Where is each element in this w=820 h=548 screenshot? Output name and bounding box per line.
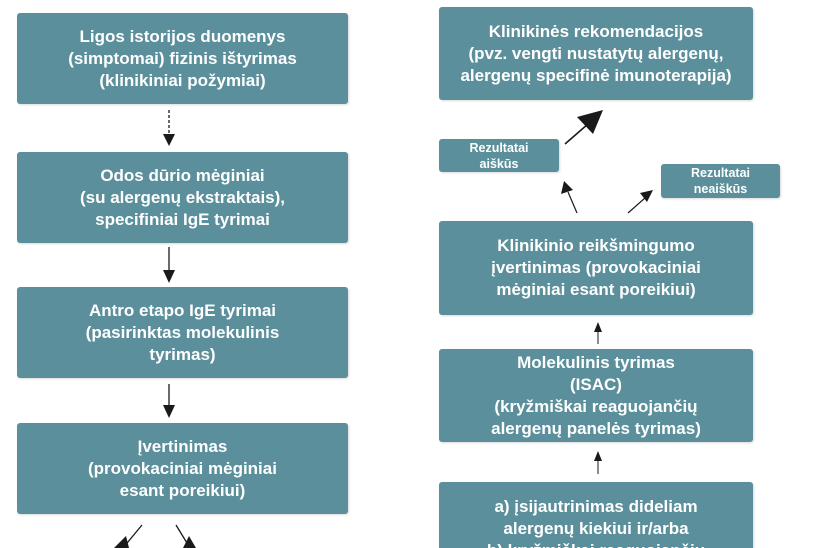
arrow-results-clear-to-recommendations: [564, 110, 603, 145]
sensitization-box: a) įsijautrinimas dideliam alergenų kiek…: [439, 482, 753, 548]
box-line: Klinikinio reikšmingumo: [497, 236, 695, 255]
clinical-significance-box: Klinikinio reikšmingumo įvertinimas (pro…: [439, 221, 753, 315]
arrow-significance-to-results-clear: [561, 181, 578, 214]
box-line: alergenų specifinė imunoterapija): [460, 65, 732, 85]
box-line: Rezultatai: [469, 140, 529, 155]
arrow-significance-to-results-unclear: [627, 190, 653, 214]
results-unclear-box: Rezultatai neaiškūs: [661, 164, 780, 198]
box-line: tyrimas): [149, 344, 216, 364]
clinical-recommendations-box: Klinikinės rekomendacijos (pvz. vengti n…: [439, 7, 753, 100]
box-line: aiškūs: [479, 156, 519, 171]
arrow-molecular-to-clinical-significance: [594, 322, 602, 344]
box-line: Klinikinės rekomendacijos: [488, 21, 704, 41]
arrow-history-to-skin-test: [163, 110, 175, 146]
box-line: (pasirinktas molekulinis: [85, 322, 280, 342]
box-line: b) kryžmiškai reaguojančių: [487, 540, 705, 548]
box-line: (pvz. vengti nustatytų alergenų,: [468, 43, 724, 63]
box-line: esant poreikiui): [119, 480, 246, 500]
box-line: a) įsijautrinimas dideliam: [494, 497, 698, 516]
box-line: (kryžmiškai reaguojančių: [494, 396, 698, 416]
box-line: Rezultatai: [690, 166, 751, 180]
arrow-evaluation-branch-right: [175, 524, 196, 548]
box-line: įvertinimas (provokaciniai: [491, 258, 701, 277]
box-line: (provokaciniai mėginiai: [88, 458, 277, 478]
molecular-test-box: Molekulinis tyrimas (ISAC) (kryžmiškai r…: [439, 349, 753, 442]
box-line: Molekulinis tyrimas: [517, 352, 675, 372]
box-line: (simptomai) fizinis ištyrimas: [68, 48, 297, 68]
arrow-second-stage-to-evaluation: [163, 384, 175, 418]
history-examination-box: Ligos istorijos duomenys (simptomai) fiz…: [17, 13, 348, 104]
box-line: neaiškūs: [693, 182, 748, 196]
second-stage-ige-box: Antro etapo IgE tyrimai (pasirinktas mol…: [17, 287, 348, 378]
box-line: (su alergenų ekstraktais),: [79, 187, 286, 207]
box-line: Odos dūrio mėginiai: [100, 165, 265, 185]
arrow-evaluation-branch-left: [114, 524, 143, 548]
results-clear-box: Rezultatai aiškūs: [439, 139, 559, 172]
skin-prick-test-box: Odos dūrio mėginiai (su alergenų ekstrak…: [17, 152, 348, 243]
box-line: specifiniai IgE tyrimai: [95, 209, 270, 229]
box-line: Ligos istorijos duomenys: [79, 26, 286, 46]
box-line: (klinikiniai požymiai): [99, 70, 266, 90]
box-line: mėginiai esant poreikiui): [496, 280, 696, 299]
box-line: alergenų panelės tyrimas): [491, 418, 701, 438]
box-line: alergenų kiekiui ir/arba: [503, 519, 689, 538]
box-line: Įvertinimas: [137, 436, 228, 456]
evaluation-box: Įvertinimas (provokaciniai mėginiai esan…: [17, 423, 348, 514]
box-line: Antro etapo IgE tyrimai: [88, 300, 277, 320]
arrow-sensitization-to-molecular: [594, 451, 602, 474]
arrow-skin-test-to-second-stage: [163, 247, 175, 283]
box-line: (ISAC): [570, 374, 622, 394]
